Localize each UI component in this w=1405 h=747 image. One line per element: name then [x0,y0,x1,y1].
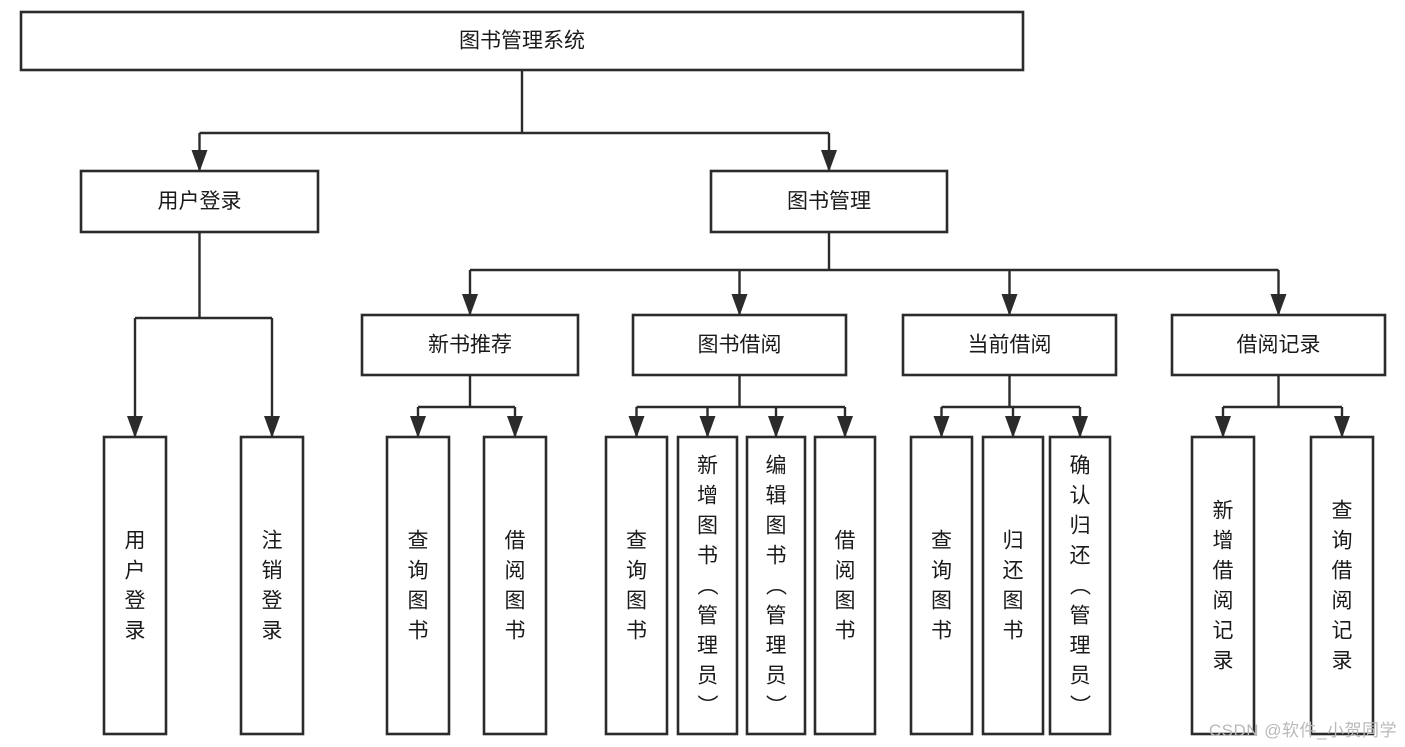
arrow-head-icon [507,416,523,438]
node-label-user-login-do: 用户登录 [125,530,146,643]
arrow-head-icon [1215,416,1231,438]
node-label-confirm-return: 确认归还（管理员） [1070,455,1092,718]
node-new-book-rec[interactable]: 新书推荐 [360,313,580,377]
node-box-current-borrow [901,313,1118,377]
arrow-head-icon [933,416,950,438]
node-box-user-login-do [102,435,168,736]
node-edit-book[interactable]: 编辑图书（管理员） [745,435,807,736]
node-label-current-borrow: 当前借阅 [968,334,1052,357]
node-box-user-logout [239,435,305,736]
node-box-edit-book [745,435,807,736]
node-borrow-book-1[interactable]: 借阅图书 [482,435,548,736]
node-label-user-login: 用户登录 [158,190,242,213]
arrow-head-icon [628,416,645,438]
node-confirm-return[interactable]: 确认归还（管理员） [1048,435,1112,736]
node-box-borrow-record [1170,313,1387,377]
node-label-query-borrow-record: 查询借阅记录 [1332,500,1353,673]
node-label-query-book-3: 查询图书 [931,530,952,643]
node-box-new-book-rec [360,313,580,377]
node-query-book-1[interactable]: 查询图书 [385,435,451,736]
node-box-user-login [79,169,320,234]
arrow-head-icon [1334,416,1350,438]
node-label-user-logout: 注销登录 [262,530,283,643]
node-label-root: 图书管理系统 [459,30,585,53]
arrow-head-icon [821,150,837,172]
node-box-query-book-1 [385,435,451,736]
node-user-login[interactable]: 用户登录 [79,169,320,234]
node-box-return-book [981,435,1045,736]
node-query-book-3[interactable]: 查询图书 [909,435,974,736]
node-label-borrow-book-2: 借阅图书 [835,530,856,643]
arrow-head-icon [1270,294,1287,316]
node-label-query-book-2: 查询图书 [626,530,647,643]
arrow-head-icon [731,294,748,316]
node-add-book[interactable]: 新增图书（管理员） [676,435,739,736]
node-label-add-borrow-record: 新增借阅记录 [1213,500,1234,673]
arrow-head-icon [1005,416,1021,438]
arrow-head-icon [462,294,478,316]
arrow-head-icon [837,416,853,438]
node-label-add-book: 新增图书（管理员） [697,455,719,718]
node-book-manage[interactable]: 图书管理 [709,169,949,234]
node-box-query-book-3 [909,435,974,736]
connectors-layer [127,70,1350,438]
node-query-borrow-record[interactable]: 查询借阅记录 [1309,435,1375,736]
node-label-borrow-record: 借阅记录 [1237,334,1321,357]
arrow-head-icon [264,416,280,438]
node-return-book[interactable]: 归还图书 [981,435,1045,736]
node-label-return-book: 归还图书 [1003,530,1024,643]
node-box-book-borrow [631,313,848,377]
node-label-new-book-rec: 新书推荐 [428,334,512,357]
arrow-head-icon [1072,416,1088,438]
node-label-book-manage: 图书管理 [787,190,871,213]
node-query-book-2[interactable]: 查询图书 [604,435,669,736]
node-box-add-book [676,435,739,736]
node-user-logout[interactable]: 注销登录 [239,435,305,736]
arrow-head-icon [768,416,784,438]
nodes-layer: 图书管理系统用户登录用户登录注销登录图书管理新书推荐查询图书借阅图书图书借阅查询… [19,10,1387,736]
arrow-head-icon [410,416,426,438]
node-label-query-book-1: 查询图书 [408,530,429,643]
node-label-edit-book: 编辑图书（管理员） [766,455,788,718]
arrow-head-icon [127,416,143,438]
node-current-borrow[interactable]: 当前借阅 [901,313,1118,377]
node-add-borrow-record[interactable]: 新增借阅记录 [1190,435,1256,736]
node-root[interactable]: 图书管理系统 [19,10,1025,72]
arrow-head-icon [1001,294,1018,316]
node-box-query-borrow-record [1309,435,1375,736]
node-borrow-record[interactable]: 借阅记录 [1170,313,1387,377]
node-box-root [19,10,1025,72]
arrow-head-icon [699,416,716,438]
node-label-borrow-book-1: 借阅图书 [505,530,526,643]
node-box-borrow-book-2 [813,435,877,736]
node-borrow-book-2[interactable]: 借阅图书 [813,435,877,736]
arrow-head-icon [191,150,208,172]
node-box-borrow-book-1 [482,435,548,736]
node-book-borrow[interactable]: 图书借阅 [631,313,848,377]
node-box-confirm-return [1048,435,1112,736]
node-user-login-do[interactable]: 用户登录 [102,435,168,736]
node-box-add-borrow-record [1190,435,1256,736]
node-box-query-book-2 [604,435,669,736]
node-label-book-borrow: 图书借阅 [698,334,782,357]
node-box-book-manage [709,169,949,234]
